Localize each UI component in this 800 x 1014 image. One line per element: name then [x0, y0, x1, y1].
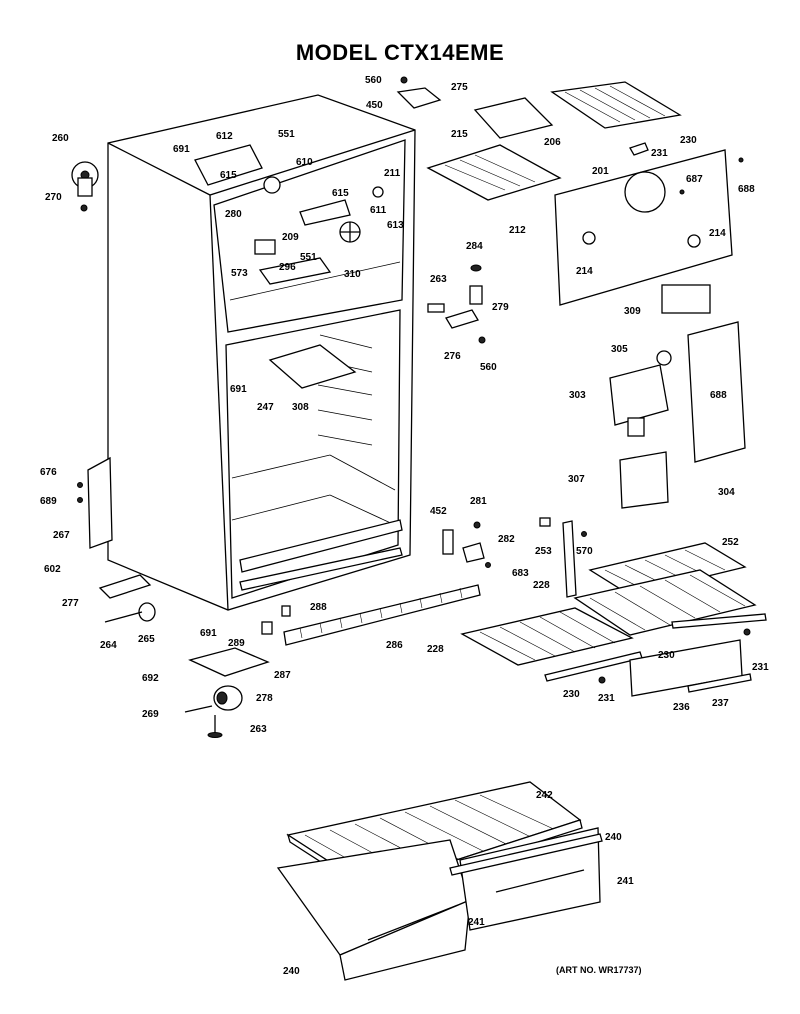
diagram-title: MODEL CTX14EME: [295, 40, 505, 65]
callout-label-308: 308: [292, 402, 309, 413]
callout-label-231: 231: [651, 148, 668, 159]
back-panel: [554, 149, 744, 306]
callout-labels: 560 275 450 215 206 230 260 270 612 551 691 610 615 6…: [40, 75, 769, 977]
middle-parts: [427, 264, 711, 344]
callout-label-247: 247: [257, 402, 274, 413]
callout-label-211: 211: [384, 168, 401, 179]
callout-label-276: 276: [444, 351, 461, 362]
callout-label-613: 613: [387, 220, 404, 231]
callout-label-237: 237: [712, 698, 729, 709]
callout-label-602: 602: [44, 564, 61, 575]
callout-label-206: 206: [544, 137, 561, 148]
callout-label-692: 692: [142, 673, 159, 684]
callout-label-201: 201: [592, 166, 609, 177]
callout-label-253: 253: [535, 546, 552, 557]
callout-label-264: 264: [100, 640, 117, 651]
callout-label-265: 265: [138, 634, 155, 645]
callout-label-570: 570: [576, 546, 593, 557]
callout-label-282: 282: [498, 534, 515, 545]
callout-label-688: 688: [738, 184, 755, 195]
callout-label-281: 281: [470, 496, 487, 507]
callout-label-263: 263: [430, 274, 447, 285]
callout-label-236: 236: [673, 702, 690, 713]
callout-label-230: 230: [658, 650, 675, 661]
callout-label-278: 278: [256, 693, 273, 704]
left-parts: [71, 161, 156, 623]
callout-label-230: 230: [563, 689, 580, 700]
callout-label-270: 270: [45, 192, 62, 203]
callout-label-310: 310: [344, 269, 361, 280]
callout-label-231: 231: [752, 662, 769, 673]
callout-label-611: 611: [370, 205, 387, 216]
callout-label-289: 289: [228, 638, 245, 649]
callout-label-612: 612: [216, 131, 233, 142]
callout-label-260: 260: [52, 133, 69, 144]
callout-label-212: 212: [509, 225, 526, 236]
callout-label-230: 230: [680, 135, 697, 146]
callout-label-560: 560: [365, 75, 382, 86]
callout-label-551: 551: [278, 129, 295, 140]
callout-label-228: 228: [533, 580, 550, 591]
callout-label-209: 209: [282, 232, 299, 243]
callout-label-687: 687: [686, 174, 703, 185]
callout-label-683: 683: [512, 568, 529, 579]
callout-label-305: 305: [611, 344, 628, 355]
callout-label-252: 252: [722, 537, 739, 548]
freezer-components: [194, 144, 384, 285]
callout-label-267: 267: [53, 530, 70, 541]
callout-label-450: 450: [366, 100, 383, 111]
callout-label-240: 240: [283, 966, 300, 977]
callout-label-214: 214: [709, 228, 726, 239]
callout-label-689: 689: [40, 496, 57, 507]
callout-label-551: 551: [300, 252, 317, 263]
callout-label-214: 214: [576, 266, 593, 277]
callout-label-287: 287: [274, 670, 291, 681]
callout-label-279: 279: [492, 302, 509, 313]
callout-label-286: 286: [386, 640, 403, 651]
callout-label-288: 288: [310, 602, 327, 613]
callout-label-296: 296: [279, 262, 296, 273]
callout-label-691: 691: [200, 628, 217, 639]
callout-label-228: 228: [427, 644, 444, 655]
callout-label-275: 275: [451, 82, 468, 93]
callout-label-307: 307: [568, 474, 585, 485]
callout-label-688: 688: [710, 390, 727, 401]
callout-label-303: 303: [569, 390, 586, 401]
callout-label-691: 691: [173, 144, 190, 155]
callout-label-610: 610: [296, 157, 313, 168]
cabinet: [107, 94, 416, 611]
callout-label-277: 277: [62, 598, 79, 609]
callout-label-309: 309: [624, 306, 641, 317]
bottom-parts: [184, 584, 481, 738]
callout-label-304: 304: [718, 487, 735, 498]
art-number: (ART NO. WR17737): [556, 965, 642, 975]
callout-label-241: 241: [617, 876, 634, 887]
callout-label-215: 215: [451, 129, 468, 140]
callout-label-573: 573: [231, 268, 248, 279]
callout-label-263: 263: [250, 724, 267, 735]
top-center-parts: [396, 76, 682, 201]
callout-label-269: 269: [142, 709, 159, 720]
crisper-assembly: [276, 781, 603, 981]
callout-label-280: 280: [225, 209, 242, 220]
callout-label-241: 241: [468, 917, 485, 928]
callout-label-560: 560: [480, 362, 497, 373]
callout-label-231: 231: [598, 693, 615, 704]
callout-label-676: 676: [40, 467, 57, 478]
shelf-parts: [442, 517, 767, 697]
callout-label-284: 284: [466, 241, 483, 252]
callout-label-452: 452: [430, 506, 447, 517]
callout-label-615: 615: [220, 170, 237, 181]
dispenser-parts: [609, 321, 746, 509]
callout-label-691: 691: [230, 384, 247, 395]
callout-label-615: 615: [332, 188, 349, 199]
callout-label-240: 240: [605, 832, 622, 843]
callout-label-242: 242: [536, 790, 553, 801]
